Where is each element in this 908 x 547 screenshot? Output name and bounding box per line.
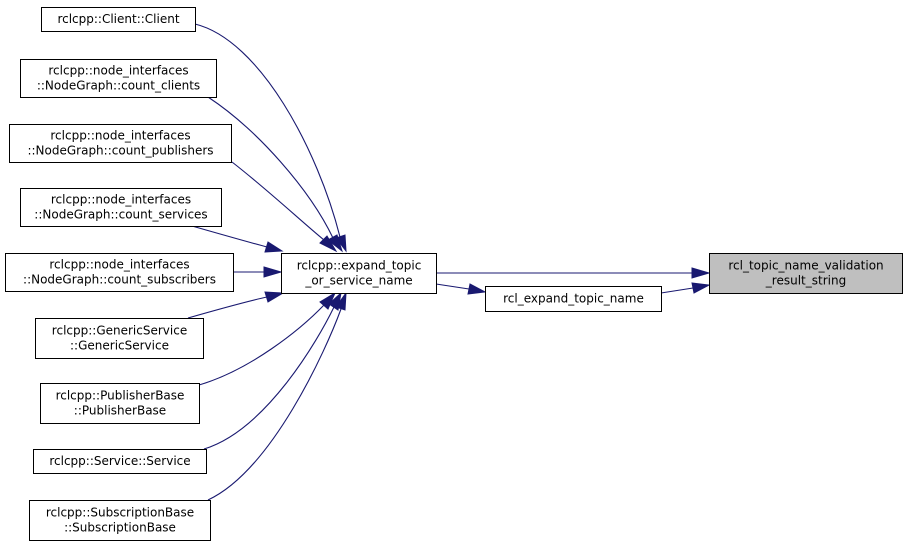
- node-box: [41, 7, 196, 32]
- node-label-line: rclcpp::PublisherBase: [56, 389, 185, 403]
- node-label-line: ::GenericService: [70, 339, 169, 353]
- edge-generic_service-to-expand_topic: [187, 291, 285, 319]
- edge-count_subscribers-to-expand_topic: [233, 266, 283, 278]
- node-box: [40, 383, 200, 424]
- edge-count_publishers-to-expand_topic: [231, 161, 338, 253]
- edge-expand_topic-to-rcl_expand: [435, 283, 487, 295]
- node-box: [29, 500, 211, 541]
- node-count-subscribers[interactable]: rclcpp::node_interfaces::NodeGraph::coun…: [5, 253, 234, 292]
- arrowhead-icon: [264, 291, 285, 303]
- node-label-line: rclcpp::GenericService: [52, 324, 187, 338]
- node-target: rcl_topic_name_validation_result_string: [709, 253, 903, 294]
- node-box: [35, 318, 204, 359]
- node-label-line: rclcpp::Client::Client: [57, 12, 179, 26]
- node-label-line: ::SubscriptionBase: [64, 521, 176, 535]
- node-label-line: _or_service_name: [304, 274, 412, 288]
- node-label-line: ::NodeGraph::count_subscribers: [23, 273, 216, 287]
- edge-line: [660, 287, 694, 294]
- node-box: [5, 253, 234, 292]
- node-label-line: _result_string: [765, 274, 846, 288]
- node-box: [485, 286, 662, 312]
- node-publisher-base[interactable]: rclcpp::PublisherBase::PublisherBase: [40, 383, 200, 424]
- node-expand-topic[interactable]: rclcpp::expand_topic_or_service_name: [281, 253, 437, 294]
- edges-layer: [187, 23, 711, 501]
- node-subscription-base[interactable]: rclcpp::SubscriptionBase::SubscriptionBa…: [29, 500, 211, 541]
- node-box: [33, 449, 207, 474]
- node-label-line: rcl_topic_name_validation: [728, 259, 883, 273]
- arrowhead-icon: [319, 235, 338, 253]
- edge-line: [198, 304, 325, 386]
- node-count-clients[interactable]: rclcpp::node_interfaces::NodeGraph::coun…: [20, 59, 217, 98]
- node-label-line: ::NodeGraph::count_clients: [37, 79, 200, 93]
- edge-line: [191, 225, 268, 248]
- edge-line: [435, 283, 470, 290]
- node-label-line: rclcpp::node_interfaces: [49, 258, 189, 272]
- nodes-layer: rclcpp::Client::Clientrclcpp::node_inter…: [5, 7, 903, 541]
- arrowhead-icon: [691, 267, 711, 279]
- arrowhead-icon: [691, 282, 711, 294]
- edge-line: [187, 296, 268, 319]
- node-count-services[interactable]: rclcpp::node_interfaces::NodeGraph::coun…: [20, 188, 222, 227]
- node-box: [20, 188, 222, 227]
- node-box: [281, 253, 437, 294]
- node-label-line: rclcpp::node_interfaces: [50, 129, 190, 143]
- node-client[interactable]: rclcpp::Client::Client: [41, 7, 196, 32]
- node-label-line: rcl_expand_topic_name: [503, 292, 644, 306]
- arrowhead-icon: [263, 266, 283, 278]
- edge-service-to-expand_topic: [203, 291, 342, 450]
- node-label-line: rclcpp::node_interfaces: [51, 193, 191, 207]
- node-label-line: rclcpp::node_interfaces: [48, 64, 188, 78]
- node-label-line: rclcpp::SubscriptionBase: [46, 506, 194, 520]
- node-generic-service[interactable]: rclcpp::GenericService::GenericService: [35, 318, 204, 359]
- edge-line: [194, 23, 341, 238]
- edge-expand_topic-to-target: [436, 267, 711, 279]
- edge-count_services-to-expand_topic: [191, 225, 284, 253]
- arrowhead-icon: [327, 234, 343, 253]
- node-service[interactable]: rclcpp::Service::Service: [33, 449, 207, 474]
- edge-subscription_base-to-expand_topic: [207, 291, 347, 501]
- node-label-line: ::NodeGraph::count_publishers: [27, 144, 213, 158]
- edge-count_clients-to-expand_topic: [207, 96, 343, 253]
- edge-line: [231, 161, 325, 241]
- edge-publisher_base-to-expand_topic: [198, 291, 337, 386]
- node-box: [709, 253, 903, 294]
- node-rcl-expand[interactable]: rcl_expand_topic_name: [485, 286, 662, 312]
- node-label-line: rclcpp::Service::Service: [49, 454, 190, 468]
- edge-rcl_expand-to-target: [660, 282, 711, 294]
- node-label-line: rclcpp::expand_topic: [297, 259, 422, 273]
- edge-line: [207, 308, 342, 501]
- arrowhead-icon: [467, 283, 487, 295]
- node-label-line: ::NodeGraph::count_services: [34, 208, 207, 222]
- arrowhead-icon: [264, 241, 284, 253]
- edge-line: [203, 306, 335, 450]
- node-box: [20, 59, 217, 98]
- arrowhead-icon: [335, 291, 347, 311]
- edge-line: [207, 96, 334, 239]
- node-count-publishers[interactable]: rclcpp::node_interfaces::NodeGraph::coun…: [9, 124, 232, 163]
- node-label-line: ::PublisherBase: [74, 404, 166, 418]
- arrowhead-icon: [319, 291, 337, 310]
- node-box: [9, 124, 232, 163]
